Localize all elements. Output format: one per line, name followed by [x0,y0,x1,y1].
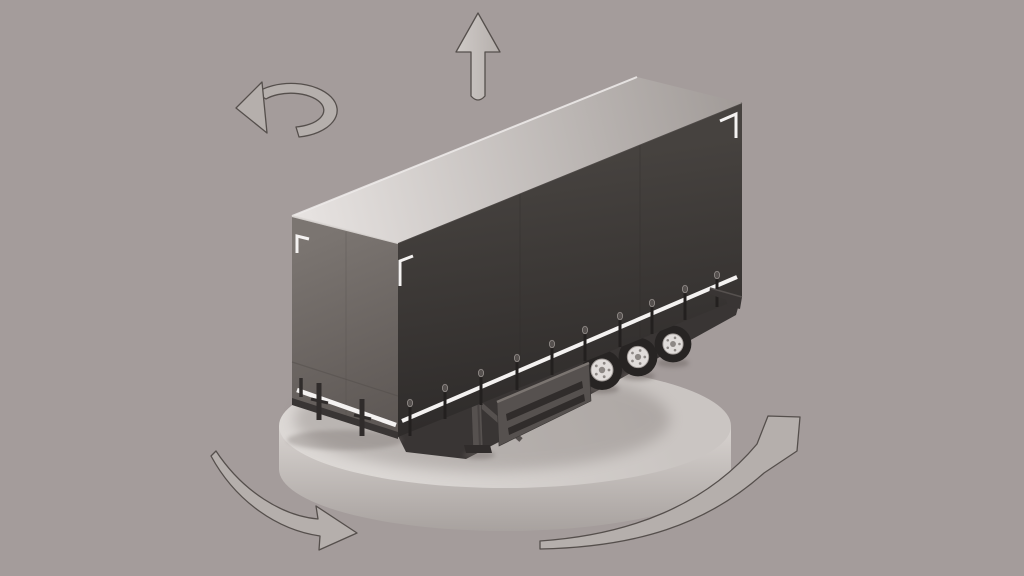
curtain-strap [682,284,688,320]
curtain-strap [442,383,448,419]
curtain-strap [617,311,623,347]
lug-nut [638,362,642,365]
curtain-strap [514,353,520,390]
lug-nut [666,338,670,342]
trailer-model[interactable] [287,76,743,459]
curtain-side-face [398,103,742,437]
lug-nut [602,361,606,365]
landing-gear-foot [464,445,492,453]
wheel-hub [634,353,642,361]
curtain-strap [582,325,588,361]
curtain-strap [549,339,555,375]
rear-stripe [296,387,397,428]
rotate-left-arrow-band [255,82,338,138]
side-underrun-guard [496,361,592,447]
roof-ridge-highlight [291,76,638,217]
strap-buckle [617,311,623,321]
lug-nut [638,349,642,352]
lug-nut [666,346,670,350]
front-step-highlight [709,287,743,298]
wheel-hub [670,341,676,347]
curtain-strap [649,298,655,334]
lug-nut [631,351,634,355]
strap-buckle [714,270,720,280]
lug-nut [678,342,681,346]
viewer-controls [210,12,801,551]
strap-buckle [514,353,520,363]
corner-mark [398,254,414,286]
rotate-left-curved-arrow-icon[interactable] [235,81,338,138]
curtain-strap [478,368,484,405]
lug-nut [631,359,634,363]
rear-lock-crossbar [353,413,372,421]
strap-buckle [549,339,555,349]
strap-buckle [649,298,655,308]
landing-gear-leg-shade [477,397,481,448]
wheel [618,337,658,377]
corner-mark [719,111,738,138]
rear-face [292,217,398,434]
rear-lock-crossbar [310,397,329,405]
lug-nut [602,375,606,379]
orbit-arrow-bottom-right-icon[interactable] [539,415,801,550]
wheel-shadow [657,358,689,368]
front-underride-step [709,287,743,309]
corner-mark [295,234,310,253]
lug-nut [594,364,598,368]
rear-lock-hardware [299,378,372,436]
curtain-strap [407,398,413,436]
roof-rear-edge-highlight [291,215,399,244]
rear-bumper-shadow [287,430,403,450]
strap-buckle [407,398,413,408]
strap-buckle [682,284,688,294]
strap-buckle [582,325,588,335]
lug-nut [607,368,611,372]
wheel [654,325,692,363]
curtain-straps [407,270,720,436]
wheel-hub [598,366,606,374]
rotate-left-arrow-head [235,81,268,134]
front-step-body [709,288,742,309]
strap-buckle [478,368,484,378]
strap-buckle [442,383,448,393]
lug-nut [594,372,598,376]
lug-nut [673,348,677,352]
roof-face [292,77,742,243]
lug-nut [643,355,647,359]
guard-top-edge [496,361,590,404]
move-up-arrow-icon[interactable] [455,12,501,101]
side-stripe [401,275,738,423]
rear-horizontal-seam [291,361,399,397]
orbit-arrow-bottom-left-icon[interactable] [210,450,358,551]
wheel [582,350,622,390]
lug-nut [673,336,677,340]
guard-slot [506,381,583,421]
guard-slot [508,394,585,435]
